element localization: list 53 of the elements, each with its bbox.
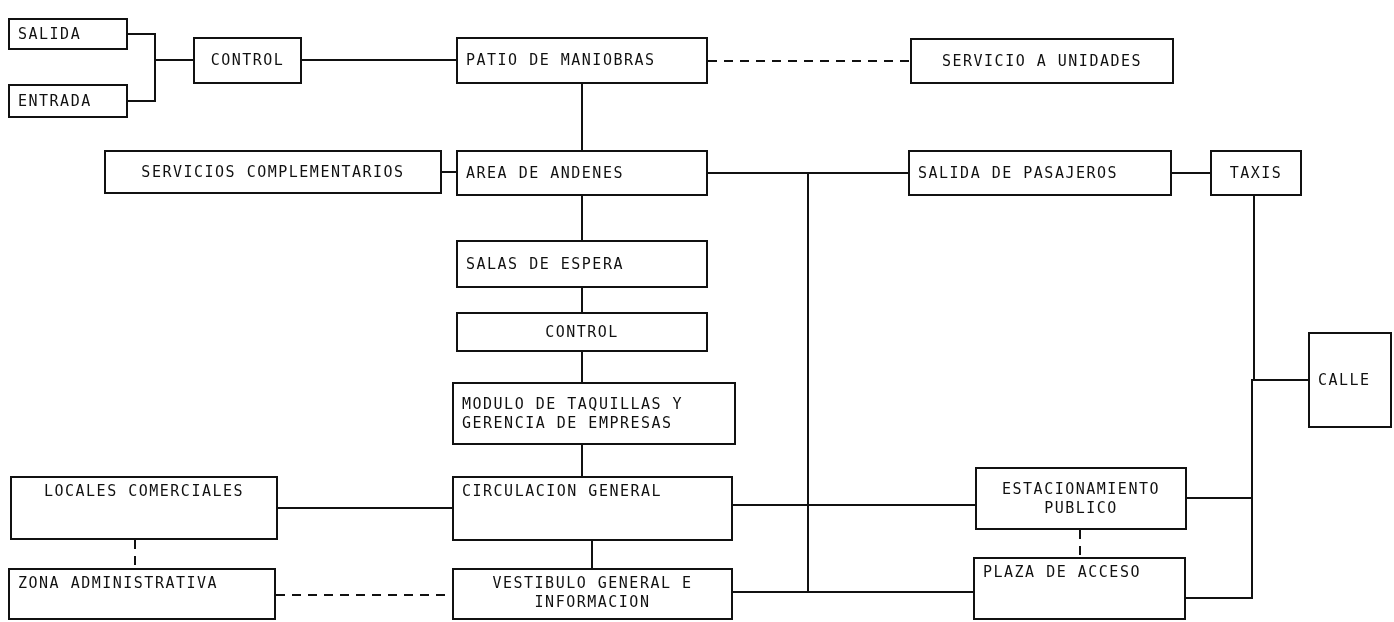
box-label: ZONA ADMINISTRATIVA — [18, 574, 219, 593]
area-box — [104, 150, 442, 194]
connector-line — [591, 540, 593, 569]
area-box — [975, 467, 1187, 530]
box-label: LOCALES COMERCIALES — [43, 482, 245, 501]
connector-line — [581, 444, 583, 477]
area-box — [908, 150, 1172, 196]
area-box — [10, 476, 278, 540]
area-box — [452, 382, 736, 445]
area-box — [910, 38, 1174, 84]
box-label: CONTROL — [210, 51, 285, 70]
connector-line — [1171, 172, 1211, 174]
dashed-connector — [707, 60, 911, 62]
box-label: SERVICIOS COMPLEMENTARIOS — [141, 162, 405, 182]
area-box — [8, 568, 276, 620]
box-label: PLAZA DE ACCESO — [983, 563, 1141, 582]
dashed-connector — [1079, 529, 1081, 558]
box-label: ESTACIONAMIENTO PUBLICO — [1001, 479, 1161, 518]
area-box — [193, 37, 302, 84]
connector-line — [301, 59, 457, 61]
connector-line — [441, 171, 457, 173]
box-label: SALIDA DE PASAJEROS — [918, 163, 1119, 183]
box-label: CIRCULACION GENERAL — [462, 482, 663, 501]
area-box — [452, 568, 733, 620]
connector-line — [581, 351, 583, 383]
area-box — [1308, 332, 1392, 428]
box-label: SALIDA — [18, 24, 82, 44]
connector-line — [277, 507, 453, 509]
area-box — [973, 557, 1186, 620]
box-label: CONTROL — [545, 322, 619, 342]
box-label: CALLE — [1318, 370, 1371, 390]
box-label: SERVICIO A UNIDADES — [941, 51, 1143, 71]
area-box — [1210, 150, 1302, 196]
connector-line — [127, 59, 194, 102]
box-label: MODULO DE TAQUILLAS Y GERENCIA DE EMPRESAS — [462, 394, 685, 433]
area-box — [452, 476, 733, 541]
area-box — [456, 312, 708, 352]
area-box — [456, 37, 708, 84]
box-label: AREA DE ANDENES — [466, 163, 624, 183]
connector-line — [732, 504, 976, 506]
connector-line — [581, 287, 583, 313]
box-label: PATIO DE MANIOBRAS — [466, 51, 656, 70]
area-box — [8, 18, 128, 50]
box-label: VESTIBULO GENERAL E INFORMACION — [491, 574, 694, 612]
connector-line — [581, 195, 583, 241]
area-box — [8, 84, 128, 118]
box-label: ENTRADA — [18, 91, 92, 111]
connector-line — [1185, 379, 1309, 599]
area-box — [456, 240, 708, 288]
connector-line — [581, 83, 583, 151]
box-label: TAXIS — [1229, 163, 1283, 183]
box-label: SALAS DE ESPERA — [466, 254, 624, 274]
area-box — [456, 150, 708, 196]
